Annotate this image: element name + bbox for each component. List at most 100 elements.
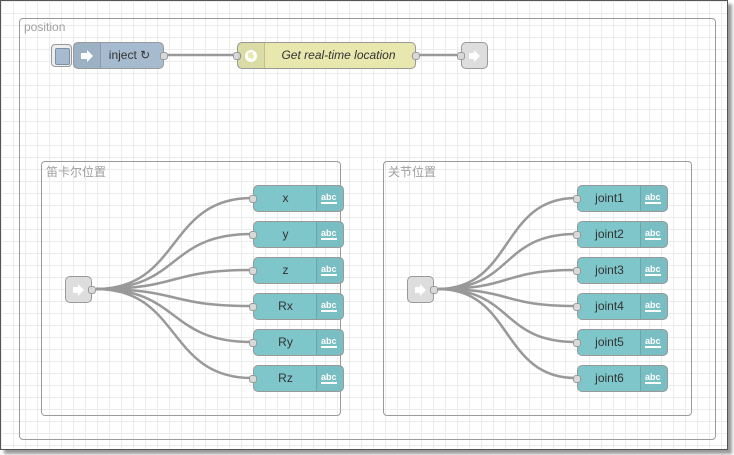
debug-node-label: Rx (278, 299, 293, 313)
location-label: Get real-time location (281, 48, 396, 62)
abc-icon: abc (645, 372, 661, 384)
debug-input-port[interactable] (573, 231, 581, 239)
link-out-node[interactable] (457, 42, 488, 69)
debug-input-port[interactable] (249, 231, 257, 239)
location-input-port[interactable] (233, 52, 241, 60)
debug-node-label: joint4 (595, 299, 624, 313)
cartesian-debug-node-3[interactable]: z abc (249, 257, 344, 284)
debug-input-port[interactable] (249, 195, 257, 203)
inject-label: inject ↻ (108, 48, 151, 62)
debug-toggle-button[interactable]: abc (316, 366, 343, 391)
abc-icon: abc (321, 336, 337, 348)
joint-debug-node-4[interactable]: joint4 abc (573, 293, 668, 320)
debug-input-port[interactable] (573, 375, 581, 383)
link-out-icon (469, 50, 480, 62)
debug-toggle-button[interactable]: abc (316, 294, 343, 319)
debug-node-label: y (282, 227, 289, 241)
debug-node-label: joint3 (595, 263, 624, 277)
joint-wires (437, 196, 577, 380)
debug-toggle-button[interactable]: abc (640, 294, 667, 319)
group-joint[interactable]: 关节位置 (383, 161, 692, 416)
group-cartesian-label: 笛卡尔位置 (46, 165, 107, 179)
debug-toggle-button[interactable]: abc (316, 222, 343, 247)
inject-trigger-button[interactable] (51, 44, 72, 67)
link-in-icon (415, 284, 426, 296)
joint-debug-node-1[interactable]: joint1 abc (573, 185, 668, 212)
debug-toggle-button[interactable]: abc (316, 186, 343, 211)
group-cartesian[interactable]: 笛卡尔位置 (41, 161, 341, 416)
joint-link-in-output-port[interactable] (430, 286, 438, 294)
link-out-input-port[interactable] (457, 52, 465, 60)
cartesian-link-in-output-port[interactable] (88, 286, 96, 294)
cartesian-debug-node-6[interactable]: Rz abc (249, 365, 344, 392)
cartesian-wire-3 (95, 268, 253, 291)
joint-wire-3 (437, 268, 577, 291)
location-icon-area (238, 43, 265, 68)
debug-toggle-button[interactable]: abc (640, 186, 667, 211)
globe-icon (245, 50, 257, 62)
joint-debug-node-3[interactable]: joint3 abc (573, 257, 668, 284)
debug-input-port[interactable] (249, 303, 257, 311)
inject-output-port[interactable] (160, 52, 168, 60)
debug-input-port[interactable] (249, 375, 257, 383)
debug-toggle-button[interactable]: abc (640, 222, 667, 247)
debug-node-label: x (282, 191, 289, 205)
cartesian-debug-node-4[interactable]: Rx abc (249, 293, 344, 320)
abc-icon: abc (321, 192, 337, 204)
abc-icon: abc (645, 228, 661, 240)
wires-layer (95, 53, 577, 380)
debug-input-port[interactable] (573, 267, 581, 275)
debug-toggle-button[interactable]: abc (640, 366, 667, 391)
joint-wire-1 (437, 196, 577, 291)
joint-wire-5 (437, 287, 577, 344)
debug-input-port[interactable] (573, 339, 581, 347)
debug-node-label: z (282, 263, 289, 277)
inject-node[interactable]: inject ↻ (51, 42, 168, 69)
debug-node-label: Ry (278, 335, 293, 349)
debug-toggle-button[interactable]: abc (640, 330, 667, 355)
arrow-right-icon (81, 50, 93, 62)
cartesian-wire-1 (95, 196, 253, 291)
abc-icon: abc (645, 336, 661, 348)
debug-node-label: joint2 (595, 227, 624, 241)
abc-icon: abc (321, 228, 337, 240)
group-position-label: position (24, 20, 66, 34)
abc-icon: abc (321, 372, 337, 384)
joint-debug-node-5[interactable]: joint5 abc (573, 329, 668, 356)
debug-input-port[interactable] (573, 303, 581, 311)
location-function-node[interactable]: Get real-time location (233, 42, 420, 69)
cartesian-debug-node-2[interactable]: y abc (249, 221, 344, 248)
cartesian-wire-4 (95, 287, 253, 308)
cartesian-wires (95, 196, 253, 380)
joint-link-in-node[interactable] (407, 276, 438, 303)
debug-toggle-button[interactable]: abc (316, 330, 343, 355)
cartesian-wire-2 (95, 232, 253, 291)
debug-toggle-button[interactable]: abc (640, 258, 667, 283)
group-joint-label: 关节位置 (388, 165, 437, 179)
inject-icon-area (74, 43, 101, 68)
debug-node-label: joint5 (595, 335, 624, 349)
abc-icon: abc (321, 300, 337, 312)
link-in-icon (73, 284, 84, 296)
debug-node-label: joint6 (595, 371, 624, 385)
abc-icon: abc (321, 264, 337, 276)
debug-node-label: joint1 (595, 191, 624, 205)
joint-debug-node-6[interactable]: joint6 abc (573, 365, 668, 392)
debug-input-port[interactable] (573, 195, 581, 203)
cartesian-wire-5 (95, 287, 253, 344)
debug-toggle-button[interactable]: abc (316, 258, 343, 283)
debug-input-port[interactable] (249, 339, 257, 347)
cartesian-debug-node-1[interactable]: x abc (249, 185, 344, 212)
abc-icon: abc (645, 264, 661, 276)
abc-icon: abc (645, 300, 661, 312)
joint-debug-node-2[interactable]: joint2 abc (573, 221, 668, 248)
joint-wire-4 (437, 287, 577, 308)
debug-node-label: Rz (278, 371, 293, 385)
cartesian-debug-node-5[interactable]: Ry abc (249, 329, 344, 356)
cartesian-link-in-node[interactable] (65, 276, 96, 303)
joint-wire-6 (437, 287, 577, 380)
location-output-port[interactable] (412, 52, 420, 60)
group-position[interactable]: position (19, 18, 716, 440)
debug-input-port[interactable] (249, 267, 257, 275)
